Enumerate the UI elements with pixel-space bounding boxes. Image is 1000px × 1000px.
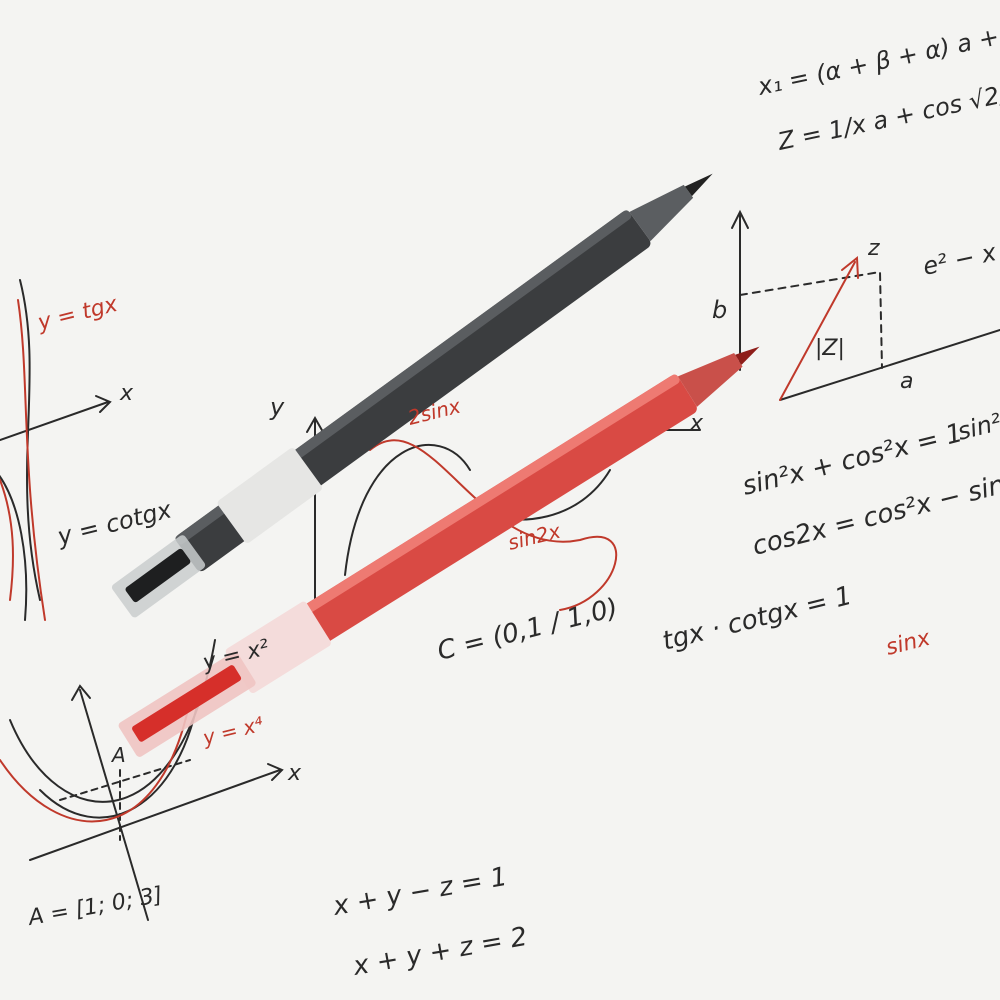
red-pen-highlight [270, 374, 680, 635]
red-pen-cone [677, 353, 743, 407]
black-pen-cone [629, 184, 694, 242]
vector-z [779, 261, 856, 401]
vector-y-arrow [731, 209, 749, 229]
parabola-x4 [0, 699, 191, 823]
label-b: b [712, 296, 727, 324]
black-pen-tip [684, 173, 713, 197]
label-x-bottom: x [287, 761, 302, 786]
red-sketches [0, 255, 859, 823]
bottom-x-axis [29, 769, 281, 861]
red-pen-refill [132, 665, 242, 742]
black-pen-refill [125, 548, 191, 603]
bottom-y-arrow [71, 684, 91, 701]
red-pen-tip [735, 346, 760, 365]
vector-x-line [779, 329, 1000, 401]
label-x-mid: x [689, 411, 704, 436]
black-pen-grip [217, 448, 322, 543]
vector-z-arrow [841, 255, 859, 279]
top-left-x-axis [0, 401, 109, 441]
red-pen-barrel [270, 375, 697, 663]
tg-curve [17, 299, 46, 621]
top-left-x-arrow [95, 395, 112, 413]
sin2x-curve [369, 439, 618, 611]
mid-y-arrow [306, 415, 324, 433]
cotg-curve [19, 279, 41, 601]
cotg-curve-2 [0, 475, 28, 621]
label-a: a [900, 369, 913, 394]
mid-curve [344, 444, 471, 576]
red-pen-grip [225, 601, 331, 694]
label-y-mid: y [269, 393, 285, 421]
label-x-top: x [119, 381, 134, 406]
bottom-y-axis [79, 689, 149, 921]
label-abs-z: |Z| [815, 336, 845, 361]
label-point-a: A [110, 743, 126, 767]
red-gel-pen [118, 346, 760, 757]
tg-curve-2 [0, 479, 14, 601]
label-z: z [867, 236, 880, 261]
bottom-x-arrow [267, 763, 284, 781]
black-gel-pen [111, 173, 713, 618]
